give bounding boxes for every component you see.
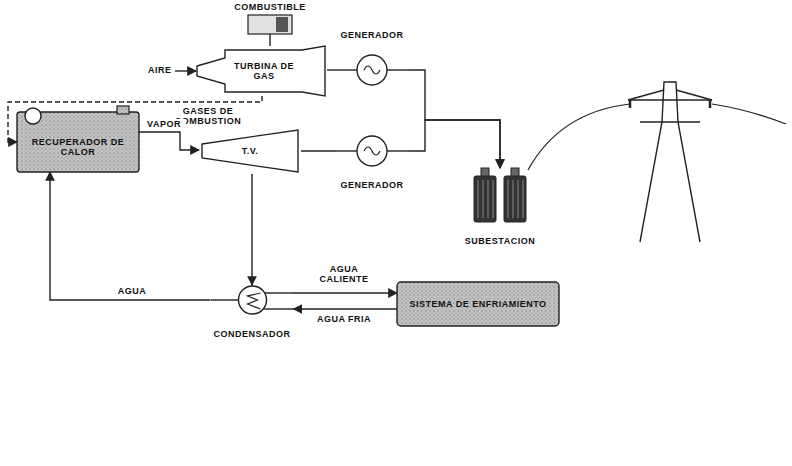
output-wire (387, 69, 409, 70)
cross-arm (640, 121, 700, 122)
sine-wave (364, 147, 380, 155)
flow-label: AGUA (110, 286, 154, 296)
node-label: CONDENSADOR (213, 329, 292, 339)
flow-connector (269, 34, 270, 46)
node-label: COMBUSTIBLE (223, 2, 317, 12)
pipe (211, 299, 239, 300)
condenser: CONDENSADOR (211, 285, 294, 341)
turbine-outline (197, 46, 325, 96)
insulator (709, 100, 712, 108)
tower-legs (640, 82, 700, 242)
flow-label: VAPOR (142, 119, 186, 129)
generator: GENERADOR (335, 134, 409, 192)
radiator-fin (508, 180, 509, 218)
node-label: GENERADOR (337, 180, 407, 190)
transmission-line (528, 104, 786, 170)
flow-connector (294, 308, 398, 309)
insulator (629, 100, 632, 108)
heat-recovery-boiler: RECUPERADOR DE CALOR (17, 112, 139, 172)
steam-turbine: T.V. (199, 128, 301, 174)
flow-connector (409, 120, 500, 168)
radiator-fin (513, 180, 514, 218)
flow-connector (50, 172, 211, 300)
transformer-tank (504, 176, 526, 222)
flow-label: AGUA CALIENTE (310, 264, 378, 285)
node-label: SISTEMA DE ENFRIAMIENTO (405, 299, 551, 309)
node-label: SUBESTACION (463, 236, 537, 246)
node-label: TURBINA DE GAS (227, 61, 301, 82)
stack (117, 106, 129, 114)
flow-connector (301, 150, 335, 151)
radiator-fin (493, 180, 494, 218)
output-wire (387, 150, 409, 151)
transformer-tank (474, 176, 496, 222)
shaft (335, 150, 357, 151)
generator-symbol (357, 55, 387, 85)
flow-connector (409, 70, 500, 168)
shaft (335, 69, 357, 70)
flow-connector (251, 174, 252, 285)
radiator-fin (483, 180, 484, 218)
inlet-label: AIRE (146, 65, 174, 75)
pipe (264, 292, 293, 293)
fuel-level (276, 17, 288, 32)
substation: SUBESTACION (461, 168, 539, 248)
node-label: RECUPERADOR DE CALOR (23, 137, 133, 158)
conductor (712, 104, 786, 124)
condenser-shell (238, 286, 266, 314)
node-label: GENERADOR (337, 30, 407, 40)
cooling-system-body (397, 282, 559, 326)
radiator-fin (523, 180, 524, 218)
generator-symbol (357, 136, 387, 166)
turbine-outline (202, 130, 298, 172)
flow-connector (294, 292, 398, 293)
radiator-fin (488, 180, 489, 218)
fuel-tank: COMBUSTIBLE (221, 2, 319, 34)
arm-brace (676, 90, 712, 100)
gas-turbine: TURBINA DE GAS (195, 46, 327, 96)
arm-brace (628, 90, 664, 100)
conductor (528, 104, 630, 170)
flow-connector (139, 132, 199, 150)
pipe (263, 308, 294, 309)
cooling-coil (247, 293, 260, 309)
radiator-fin (478, 180, 479, 218)
steam-drum (25, 108, 41, 124)
generator: GENERADOR (335, 30, 409, 88)
fuel-tank-body (248, 15, 292, 34)
cooling-system: SISTEMA DE ENFRIAMIENTO (397, 282, 559, 326)
sine-wave (364, 66, 380, 74)
radiator-fin (518, 180, 519, 218)
flow-label: AGUA FRIA (310, 314, 378, 324)
flow-connector (327, 69, 335, 70)
transmission-tower (628, 82, 712, 242)
cross-arm (628, 99, 712, 100)
node-label: T.V. (205, 146, 295, 156)
air-inlet-arrow (175, 70, 196, 71)
